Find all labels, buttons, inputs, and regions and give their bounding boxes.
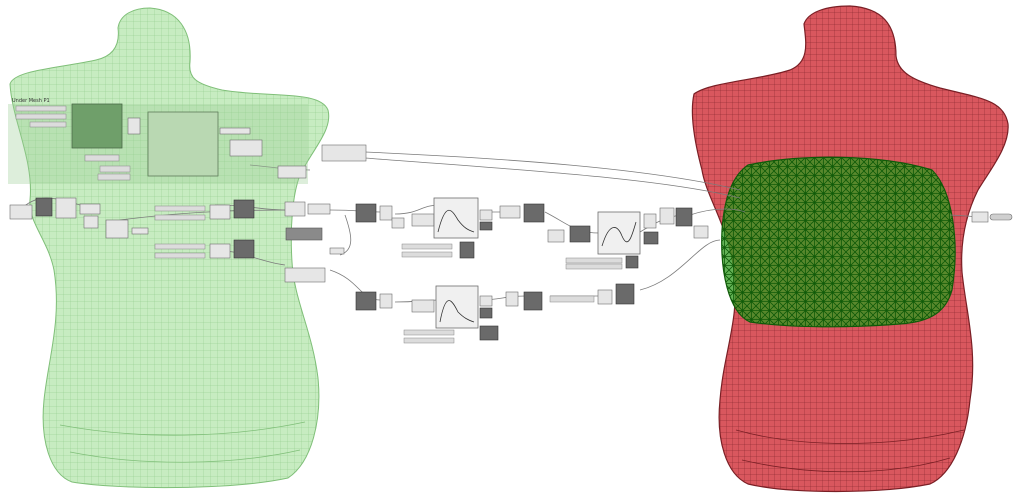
component-node[interactable] xyxy=(659,207,675,225)
component-node[interactable] xyxy=(284,267,326,283)
component-node[interactable] xyxy=(479,307,493,319)
component-node[interactable] xyxy=(105,219,129,239)
graph-mapper-curve xyxy=(601,221,637,247)
component-chain-left[interactable] xyxy=(9,197,345,283)
number-slider[interactable] xyxy=(401,243,453,250)
graph-mapper-node[interactable] xyxy=(597,211,641,255)
component-node[interactable] xyxy=(35,197,53,217)
component-node[interactable] xyxy=(391,217,405,229)
component-node[interactable] xyxy=(625,255,639,269)
component-node[interactable] xyxy=(505,291,519,307)
component-node[interactable] xyxy=(479,325,499,341)
component-node[interactable] xyxy=(971,211,989,223)
component-node[interactable] xyxy=(547,229,565,243)
component-node[interactable] xyxy=(479,295,493,307)
number-slider[interactable] xyxy=(84,154,120,162)
output-node[interactable] xyxy=(971,211,1013,223)
component-node[interactable] xyxy=(379,205,393,221)
number-slider[interactable] xyxy=(565,257,623,264)
component-chain-right[interactable] xyxy=(547,207,709,270)
component-node[interactable] xyxy=(284,201,306,217)
component-node[interactable] xyxy=(523,291,543,311)
component-chain-middle-top[interactable] xyxy=(355,197,545,259)
component-node[interactable] xyxy=(459,241,475,259)
component-node[interactable] xyxy=(379,293,393,309)
component-node[interactable] xyxy=(523,203,545,223)
number-slider[interactable] xyxy=(565,263,623,270)
number-slider[interactable] xyxy=(403,329,455,336)
graph-mapper-node[interactable] xyxy=(435,285,479,329)
component-node[interactable] xyxy=(321,144,367,162)
number-slider[interactable] xyxy=(549,295,595,303)
component-node[interactable] xyxy=(675,207,693,227)
component-node[interactable] xyxy=(209,204,231,220)
number-slider[interactable] xyxy=(99,165,131,173)
number-slider[interactable] xyxy=(15,113,67,120)
component-node[interactable] xyxy=(229,139,263,157)
component-node[interactable] xyxy=(329,247,345,255)
component-node[interactable] xyxy=(643,231,659,245)
component-node[interactable] xyxy=(597,289,613,305)
component-node[interactable] xyxy=(233,239,255,259)
component-node[interactable] xyxy=(615,283,635,305)
voronoi-lattice-mesh xyxy=(721,156,956,328)
output-pill[interactable] xyxy=(989,213,1013,221)
component-node[interactable] xyxy=(55,197,77,219)
component-node[interactable] xyxy=(569,225,591,243)
graph-mapper-curve xyxy=(437,209,475,233)
component-node[interactable] xyxy=(693,225,709,239)
number-slider[interactable] xyxy=(97,173,131,181)
component-node[interactable] xyxy=(285,227,323,241)
number-slider[interactable] xyxy=(154,252,206,259)
graph-mapper-curve xyxy=(439,300,475,323)
number-slider[interactable] xyxy=(401,251,453,258)
component-node[interactable] xyxy=(643,213,657,229)
number-slider[interactable] xyxy=(154,214,206,221)
number-slider[interactable] xyxy=(154,243,206,250)
component-node[interactable] xyxy=(355,203,377,223)
number-slider[interactable] xyxy=(154,205,206,212)
component-node[interactable] xyxy=(9,204,33,220)
component-node[interactable] xyxy=(147,111,219,177)
component-node[interactable] xyxy=(233,199,255,219)
component-node[interactable] xyxy=(479,209,493,221)
component-node[interactable] xyxy=(411,299,435,313)
number-slider[interactable] xyxy=(15,105,67,112)
component-node[interactable] xyxy=(83,215,99,229)
component-node[interactable] xyxy=(499,205,521,219)
number-slider[interactable] xyxy=(29,121,67,128)
component-node[interactable] xyxy=(219,127,251,135)
component-node[interactable] xyxy=(355,291,377,311)
component-node[interactable] xyxy=(209,243,231,259)
graph-mapper-node[interactable] xyxy=(433,197,479,239)
component-node[interactable] xyxy=(79,203,101,215)
group-label: Under Mesh P1 xyxy=(12,98,50,104)
number-slider[interactable] xyxy=(403,337,455,344)
component-node[interactable] xyxy=(411,213,435,227)
component-node[interactable] xyxy=(127,117,141,135)
component-group-under-mesh[interactable]: Under Mesh P1 xyxy=(8,98,367,184)
component-node[interactable] xyxy=(277,165,307,179)
component-node[interactable] xyxy=(131,227,149,235)
component-node[interactable] xyxy=(307,203,331,215)
component-node[interactable] xyxy=(71,103,123,149)
component-node[interactable] xyxy=(479,221,493,231)
component-chain-middle-bottom[interactable] xyxy=(355,283,635,344)
